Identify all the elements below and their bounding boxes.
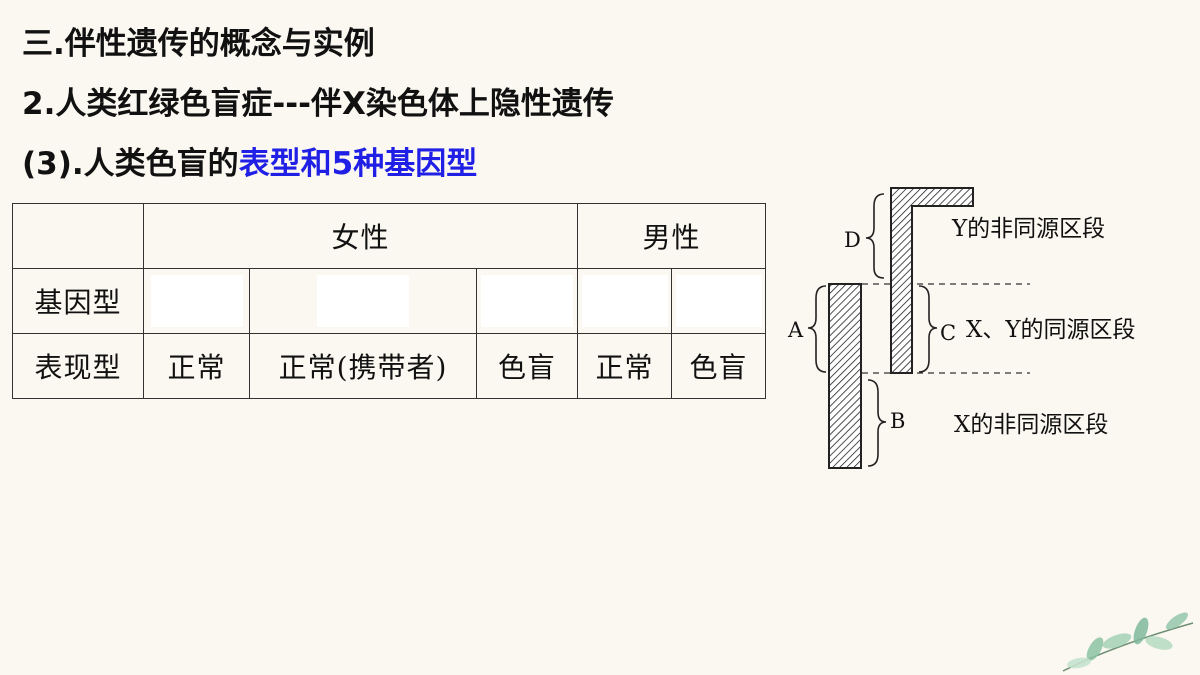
- phenotype-label: 表现型: [12, 333, 144, 399]
- genotype-blank: [581, 275, 668, 327]
- table-corner-cell: [12, 203, 144, 269]
- x-chromosome: [828, 283, 862, 469]
- subsection-title: 2.人类红绿色盲症---伴X染色体上隐性遗传: [22, 86, 614, 122]
- genotype-blank: [675, 275, 762, 327]
- male-header: 男性: [577, 203, 766, 269]
- topic-title-prefix: (3).人类色盲的: [22, 146, 239, 182]
- table-header-row: 女性 男性: [12, 203, 766, 269]
- topic-title-highlight: 表型和5种基因型: [238, 146, 478, 182]
- phenotype-row: 表现型 正常 正常(携带者) 色盲 正常 色盲: [12, 333, 766, 399]
- label-c: C: [940, 321, 956, 345]
- phenotype-cell: 色盲: [671, 333, 766, 399]
- phenotype-cell: 正常(携带者): [249, 333, 477, 399]
- brace-c: [918, 285, 938, 373]
- section-title: 三.伴性遗传的概念与实例: [22, 26, 375, 62]
- genotype-blank: [481, 275, 573, 327]
- genotype-row: 基因型: [12, 268, 766, 334]
- phenotype-cell: 正常: [143, 333, 250, 399]
- genotype-phenotype-table: 女性 男性 基因型 表现型 正常 正常(携带者) 色盲 正常 色盲: [12, 203, 766, 399]
- genotype-blank: [150, 275, 243, 327]
- genotype-cell: [476, 268, 578, 334]
- genotype-label: 基因型: [12, 268, 144, 334]
- phenotype-cell: 色盲: [476, 333, 578, 399]
- genotype-cell: [249, 268, 477, 334]
- label-b: B: [890, 409, 905, 433]
- genotype-cell: [671, 268, 766, 334]
- female-header: 女性: [143, 203, 578, 269]
- y-nonhomologous-label: Y的非同源区段: [951, 216, 1105, 242]
- genotype-blank: [317, 275, 409, 327]
- brace-b: [867, 379, 887, 467]
- brace-d: [865, 193, 885, 279]
- y-chromosome: [890, 187, 974, 374]
- leaf-branch-icon: [1062, 612, 1194, 672]
- xy-homologous-label: X、Y的同源区段: [966, 317, 1136, 343]
- phenotype-cell: 正常: [577, 333, 672, 399]
- xy-chromosome-diagram: D A C B Y的非同源区段 X、Y的同源区段 X的非同源区段: [787, 187, 1136, 469]
- genotype-cell: [577, 268, 672, 334]
- label-a: A: [787, 318, 804, 342]
- brace-a: [807, 285, 827, 373]
- topic-title: (3).人类色盲的表型和5种基因型: [22, 145, 477, 183]
- genotype-cell: [143, 268, 250, 334]
- label-d: D: [844, 228, 861, 252]
- x-nonhomologous-label: X的非同源区段: [954, 412, 1108, 438]
